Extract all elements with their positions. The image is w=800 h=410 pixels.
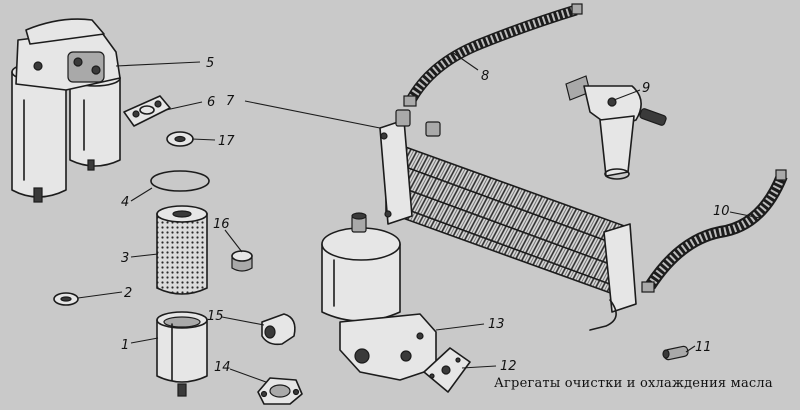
gasket-6 [123, 95, 171, 127]
washer-2 [53, 292, 79, 306]
plug-16 [231, 250, 253, 272]
hose-8 [403, 3, 583, 107]
callout-11: 11 [695, 340, 712, 355]
callout-14: 14 [214, 360, 231, 375]
sealing-ring-4 [150, 170, 210, 192]
figure-caption: Агрегаты очистки и охлаждения масла [494, 376, 773, 391]
twin-filter-housing [11, 18, 121, 203]
hose-10 [641, 169, 788, 293]
callout-12: 12 [500, 359, 517, 374]
leader-lines [77, 51, 761, 383]
callout-6: 6 [207, 95, 215, 110]
callout-17: 17 [218, 134, 235, 149]
callout-13: 13 [488, 317, 505, 332]
washer-17 [166, 131, 194, 147]
oil-cooler-7 [379, 109, 637, 331]
flange-gasket-14 [257, 377, 303, 405]
connector-11 [662, 345, 689, 361]
callout-labels: 5 6 17 4 3 16 2 1 15 14 7 8 9 10 11 13 1… [121, 56, 730, 375]
callout-5: 5 [206, 56, 214, 71]
filter-cup-1 [156, 311, 208, 397]
callout-7: 7 [226, 94, 235, 109]
callout-9: 9 [642, 81, 650, 96]
callout-10: 10 [713, 204, 730, 219]
centrifugal-filter-13 [321, 212, 437, 381]
filter-element-3 [156, 205, 208, 295]
cover-plate-12 [423, 347, 471, 393]
callout-16: 16 [213, 217, 230, 232]
valve-9 [565, 75, 667, 180]
elbow-fitting-15 [261, 313, 296, 346]
callout-2: 2 [124, 286, 132, 301]
callout-1: 1 [121, 338, 129, 353]
callout-3: 3 [121, 251, 129, 266]
callout-8: 8 [481, 69, 489, 84]
callout-15: 15 [207, 309, 224, 324]
callout-4: 4 [121, 195, 129, 210]
